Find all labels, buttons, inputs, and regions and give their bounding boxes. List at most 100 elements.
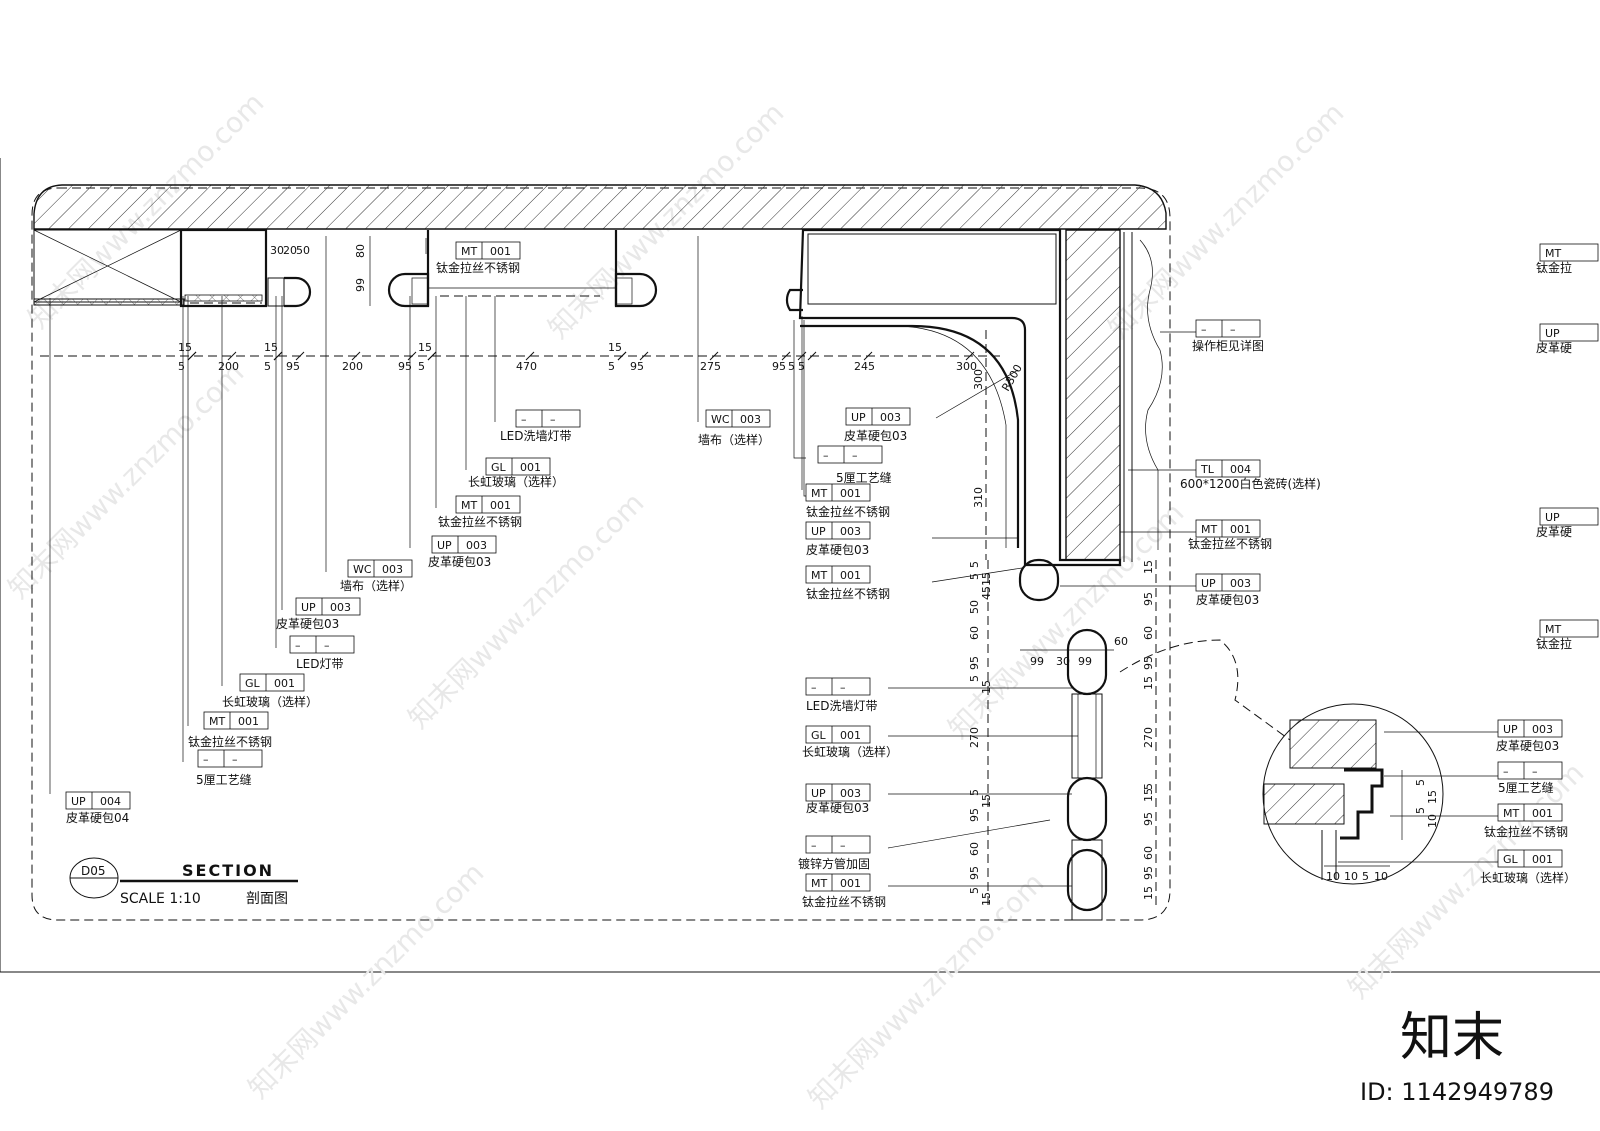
tag-note: 钛金拉 <box>1536 260 1572 275</box>
tag-code: UP <box>71 795 86 808</box>
dimension-label: 50 <box>968 600 981 614</box>
tag-box <box>805 521 871 540</box>
tag-number: 003 <box>330 601 351 614</box>
dimension-label: 270 <box>1142 727 1155 748</box>
tag-box <box>1195 319 1261 338</box>
tag-box <box>515 409 581 428</box>
glass-column <box>1066 628 1108 921</box>
dimension-label: 245 <box>854 360 875 373</box>
tag-note: 钛金拉丝不锈钢 <box>806 586 890 601</box>
dimension-label: 45 <box>980 586 993 600</box>
tag-number: 003 <box>466 539 487 552</box>
tag-box <box>805 783 871 802</box>
tag-number: 003 <box>740 413 761 426</box>
dimension-label: 15 <box>418 341 432 354</box>
tag-box <box>197 749 263 768</box>
tag-note: 钛金拉丝不锈钢 <box>1484 824 1568 839</box>
tag-box <box>455 241 521 260</box>
dimension-label: 15 <box>980 572 993 586</box>
tag-number: 003 <box>880 411 901 424</box>
tag-box <box>289 635 355 654</box>
dimension-label: 5 <box>1414 807 1427 814</box>
tag-code: MT <box>461 499 477 512</box>
dimension-label: 95 <box>286 360 300 373</box>
tag-box <box>1497 761 1563 780</box>
tag-number: – <box>1230 323 1236 336</box>
material-tag: ––操作柜见详图 <box>1192 319 1264 353</box>
tag-box <box>203 711 269 730</box>
dimension-label: 5 <box>418 360 425 373</box>
tag-number: 001 <box>840 729 861 742</box>
dimension-label: 95 <box>1142 812 1155 826</box>
dimension-label: 10 <box>1426 814 1439 828</box>
dimension-label: 270 <box>968 727 981 748</box>
dimension-label: 5 <box>968 561 981 568</box>
tag-code: MT <box>1545 623 1561 636</box>
tag-note: 5厘工艺缝 <box>1498 780 1554 795</box>
tag-code: WC <box>711 413 730 426</box>
dimension-label: 95 <box>968 808 981 822</box>
tag-code: UP <box>437 539 452 552</box>
tag-number: 004 <box>1230 463 1251 476</box>
tag-code: GL <box>1503 853 1519 866</box>
tag-number: – <box>550 413 556 426</box>
tag-code: MT <box>1201 523 1217 536</box>
tag-number: – <box>324 639 330 652</box>
dimension-label: 15 <box>980 794 993 808</box>
tag-number: 001 <box>1532 807 1553 820</box>
dimension-label: 60 <box>1114 635 1128 648</box>
tag-box <box>1497 849 1563 868</box>
tag-number: 004 <box>100 795 121 808</box>
tag-number: 001 <box>490 499 511 512</box>
material-tag: ––LED洗墙灯带 <box>805 677 878 713</box>
material-tag: ––5厘工艺缝 <box>817 445 892 485</box>
tag-box <box>805 483 871 502</box>
tag-number: 003 <box>840 787 861 800</box>
dimension-label: 5 <box>1414 779 1427 786</box>
tag-code: GL <box>245 677 261 690</box>
dimension-label: 5 <box>968 573 981 580</box>
dimension-label: 15 <box>608 341 622 354</box>
material-tag: ––LED洗墙灯带 <box>500 409 581 443</box>
dimension-label: 310 <box>972 487 985 508</box>
dimension-label: 60 <box>1142 626 1155 640</box>
ceiling-slab <box>33 184 1167 230</box>
dimension-label: 30 <box>270 244 284 257</box>
watermark-text: 知末网www.znzmo.com <box>2 356 251 605</box>
tag-note: 皮革硬包03 <box>806 801 869 815</box>
tag-code: – <box>521 413 527 426</box>
tag-code: WC <box>353 563 372 576</box>
tag-code: UP <box>851 411 866 424</box>
tag-box <box>485 457 551 476</box>
tag-code: MT <box>1545 247 1561 260</box>
dimension-label: 50 <box>296 244 310 257</box>
drawing-title-cn: 剖面图 <box>246 891 288 907</box>
tag-box <box>1539 323 1599 342</box>
tag-code: UP <box>1545 327 1560 340</box>
tag-code: UP <box>811 525 826 538</box>
tag-number: 001 <box>490 245 511 258</box>
watermark-brand: 知末 <box>1400 1008 1504 1068</box>
dimension-label: 99 <box>1078 655 1092 668</box>
tag-note: 墙布（选样） <box>340 578 412 593</box>
watermark-id: ID: 1142949789 <box>1360 1078 1554 1106</box>
detail-callout <box>1119 639 1444 885</box>
tag-code: MT <box>209 715 225 728</box>
tag-number: – <box>232 753 238 766</box>
